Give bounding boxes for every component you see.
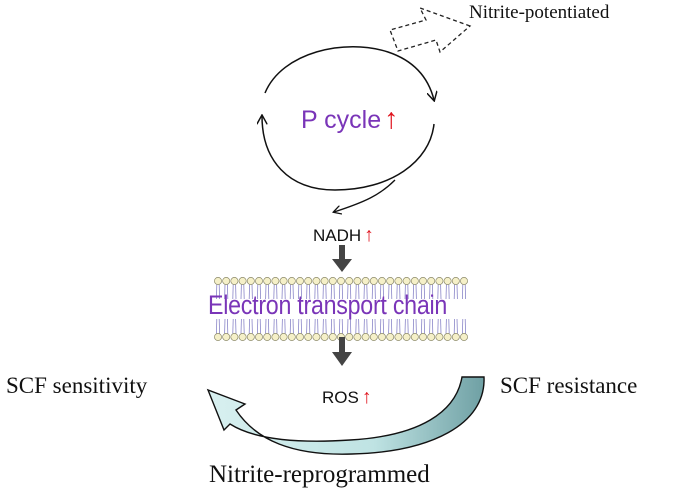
scf-resistance-label: SCF resistance bbox=[500, 373, 637, 399]
ros-label: ROS↑ bbox=[322, 386, 372, 409]
nadh-to-etc-arrow bbox=[332, 245, 352, 272]
ros-text: ROS bbox=[322, 388, 359, 407]
nadh-label: NADH↑ bbox=[313, 224, 374, 247]
electron-transport-chain-label: Electron transport chain bbox=[208, 290, 447, 321]
dashed-input-arrow bbox=[390, 8, 470, 52]
cycle-to-nadh-arrow bbox=[334, 180, 395, 212]
nadh-text: NADH bbox=[313, 226, 361, 245]
p-cycle-label: P cycle↑ bbox=[301, 103, 399, 136]
nitrite-reprogrammed-label: Nitrite-reprogrammed bbox=[209, 461, 430, 489]
nadh-up-arrow-icon: ↑ bbox=[364, 224, 374, 246]
p-cycle-text: P cycle bbox=[301, 106, 381, 134]
cycle-arc-top bbox=[265, 47, 434, 100]
scf-sensitivity-label: SCF sensitivity bbox=[6, 373, 147, 399]
ros-up-arrow-icon: ↑ bbox=[362, 386, 372, 408]
p-cycle-up-arrow-icon: ↑ bbox=[384, 103, 398, 135]
nitrite-potentiated-label: Nitrite-potentiated bbox=[469, 2, 609, 24]
etc-to-ros-arrow bbox=[332, 337, 352, 366]
